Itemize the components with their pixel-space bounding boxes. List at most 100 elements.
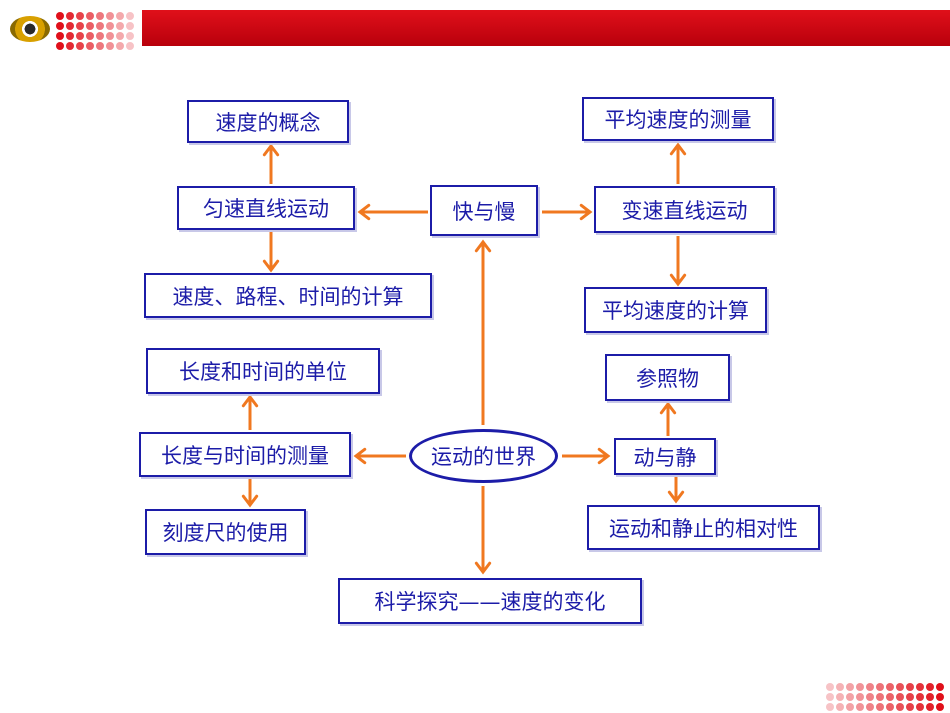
decorative-dot <box>76 22 84 30</box>
decorative-dot <box>106 12 114 20</box>
decorative-dot <box>826 683 834 691</box>
decorative-dot <box>76 12 84 20</box>
decorative-dot <box>96 22 104 30</box>
decorative-dot <box>866 693 874 701</box>
decorative-dot <box>846 683 854 691</box>
node-ke-du-chi: 刻度尺的使用 <box>145 509 306 555</box>
decorative-dot <box>906 683 914 691</box>
arrow-to-ping-jun-ji-suan <box>669 236 687 287</box>
arrow-to-su-du-gai-nian <box>262 143 280 184</box>
decorative-dot <box>856 703 864 711</box>
decorative-dot <box>916 693 924 701</box>
node-dong-yu-jing: 动与静 <box>614 438 716 475</box>
decorative-dot <box>826 693 834 701</box>
decorative-dot <box>76 42 84 50</box>
arrow-to-chang-du-ce-liang <box>353 447 406 465</box>
node-kuai-yu-man: 快与慢 <box>430 185 538 236</box>
decorative-dot <box>836 693 844 701</box>
node-su-du-gai-nian: 速度的概念 <box>187 100 349 143</box>
decorative-dot <box>906 693 914 701</box>
decorative-dot <box>126 42 134 50</box>
arrow-to-ke-xue-tan-jiu <box>474 486 492 575</box>
node-yun-su: 匀速直线运动 <box>177 186 355 230</box>
decorative-dot <box>846 703 854 711</box>
arrow-to-can-zhao-wu <box>659 401 677 436</box>
decorative-dot <box>116 22 124 30</box>
decorative-dot <box>896 703 904 711</box>
decorative-dot <box>116 42 124 50</box>
decorative-dot <box>866 683 874 691</box>
node-ping-jun-ce-liang: 平均速度的测量 <box>582 97 774 141</box>
decorative-dot <box>116 12 124 20</box>
decorative-dot <box>86 32 94 40</box>
decorative-dot <box>916 683 924 691</box>
decorative-dot <box>886 703 894 711</box>
decorative-dot <box>826 703 834 711</box>
decorative-dot <box>106 42 114 50</box>
decorative-dot <box>866 703 874 711</box>
node-bian-su: 变速直线运动 <box>594 186 775 233</box>
node-ke-xue-tan-jiu: 科学探究——速度的变化 <box>338 578 642 624</box>
decorative-dot <box>56 32 64 40</box>
decorative-dot <box>86 42 94 50</box>
decorative-dot <box>56 42 64 50</box>
decorative-dot <box>856 693 864 701</box>
decorative-dot <box>886 693 894 701</box>
arrow-to-su-du-ji-suan <box>262 232 280 273</box>
decorative-dot <box>56 22 64 30</box>
decorative-dot <box>106 22 114 30</box>
decorative-dot <box>66 22 74 30</box>
node-xiang-dui-xing: 运动和静止的相对性 <box>587 505 820 550</box>
node-ping-jun-ji-suan: 平均速度的计算 <box>584 287 767 333</box>
decorative-dot <box>66 32 74 40</box>
decorative-dot <box>926 693 934 701</box>
header-bar <box>142 10 950 46</box>
decorative-dot <box>936 683 944 691</box>
decorative-dot <box>926 703 934 711</box>
decorative-dot <box>56 12 64 20</box>
decorative-dot <box>106 32 114 40</box>
decorative-dot <box>116 32 124 40</box>
decorative-dot <box>936 703 944 711</box>
decorative-dot <box>66 42 74 50</box>
decorative-dot <box>876 683 884 691</box>
decorative-dot <box>936 693 944 701</box>
decorative-dot <box>886 683 894 691</box>
decorative-dot <box>876 703 884 711</box>
decorative-dot <box>876 693 884 701</box>
arrow-to-ke-du-chi <box>241 479 259 508</box>
decorative-dot <box>126 32 134 40</box>
arrow-to-yun-su <box>357 203 428 221</box>
badge-logo-icon <box>10 16 50 42</box>
node-chang-du-ce-liang: 长度与时间的测量 <box>139 432 351 477</box>
arrow-to-kuai-yu-man <box>474 239 492 425</box>
decorative-dot <box>126 22 134 30</box>
decorative-dot <box>86 22 94 30</box>
center-node-yun-dong-de-shi-jie: 运动的世界 <box>409 429 558 483</box>
node-dan-wei: 长度和时间的单位 <box>146 348 380 394</box>
decorative-dot <box>896 683 904 691</box>
decorative-dot <box>76 32 84 40</box>
node-can-zhao-wu: 参照物 <box>605 354 730 401</box>
arrow-to-xiang-dui-xing <box>667 477 685 504</box>
decorative-dot <box>846 693 854 701</box>
arrow-to-ping-jun-ce-liang <box>669 142 687 184</box>
decorative-dot <box>86 12 94 20</box>
decorative-dot <box>896 693 904 701</box>
node-su-du-ji-suan: 速度、路程、时间的计算 <box>144 273 432 318</box>
arrow-to-dan-wei <box>241 394 259 430</box>
decorative-dot <box>836 703 844 711</box>
decorative-dot <box>96 12 104 20</box>
decorative-dot <box>926 683 934 691</box>
decorative-dot <box>96 42 104 50</box>
arrow-to-bian-su <box>542 203 593 221</box>
decorative-dot <box>916 703 924 711</box>
decorative-dot <box>906 703 914 711</box>
decorative-dot <box>856 683 864 691</box>
decorative-dot <box>66 12 74 20</box>
decorative-dot <box>836 683 844 691</box>
decorative-dot <box>96 32 104 40</box>
arrow-to-dong-yu-jing <box>562 447 611 465</box>
decorative-dot <box>126 12 134 20</box>
